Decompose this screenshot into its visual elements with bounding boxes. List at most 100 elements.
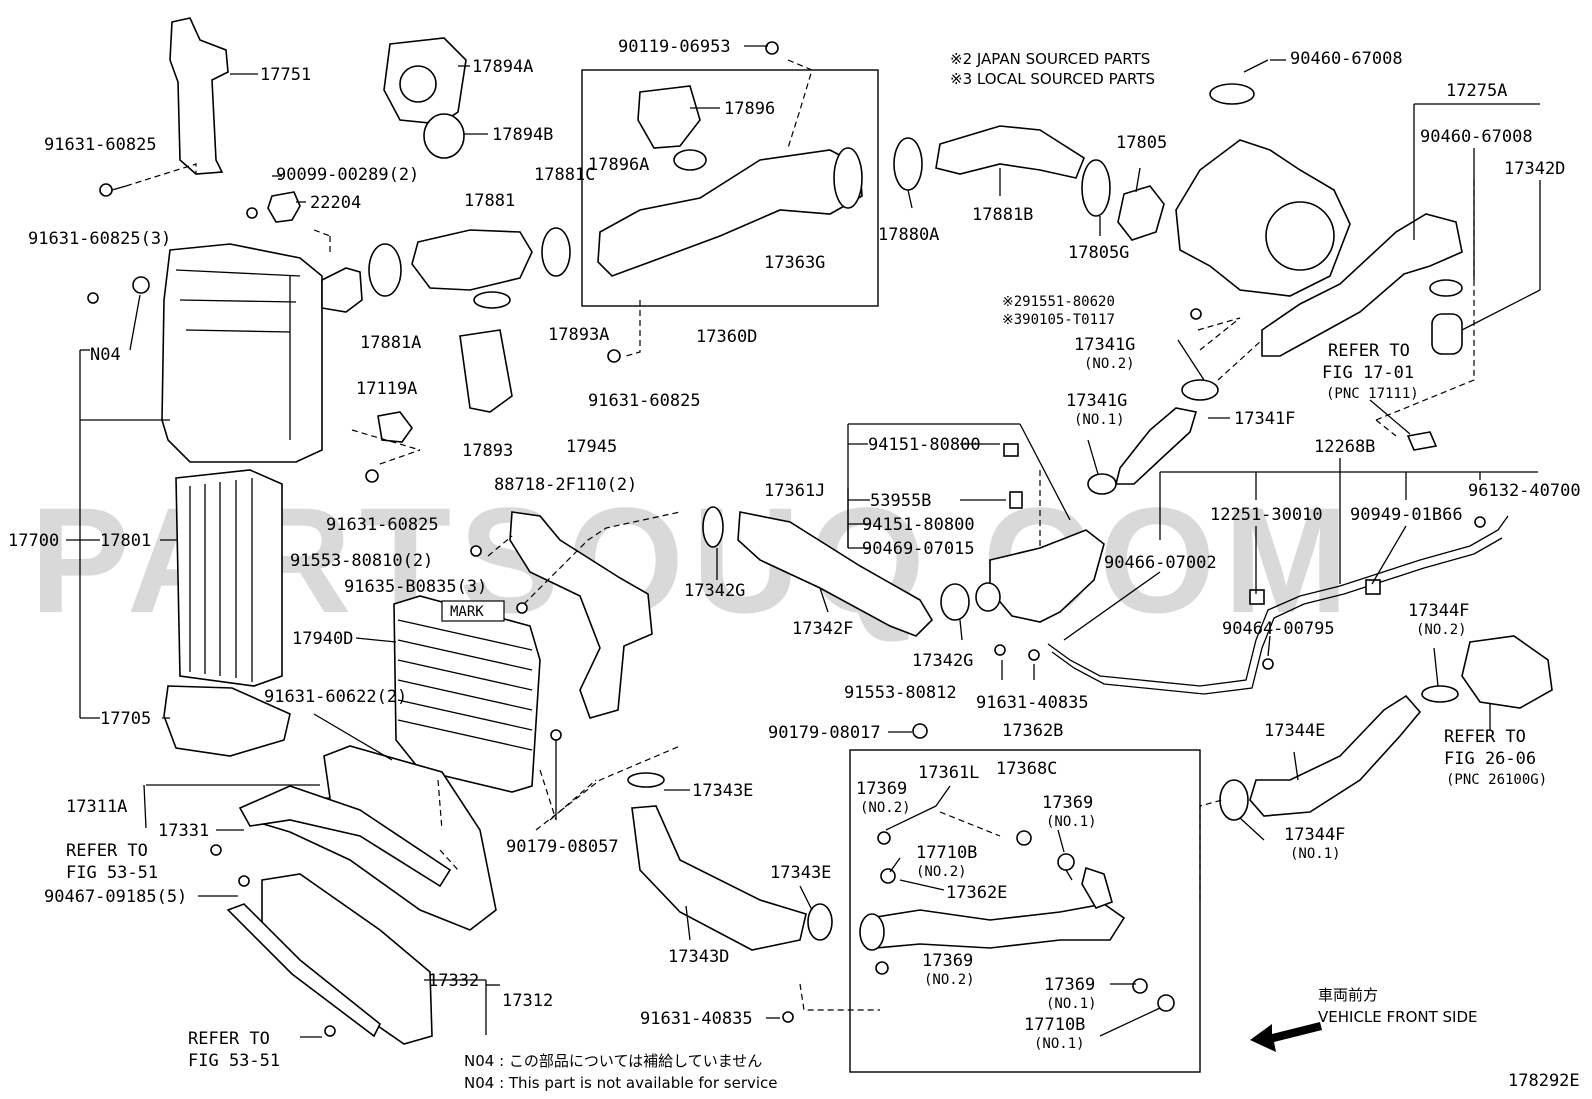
part-90464-clip — [1262, 658, 1274, 670]
part-90179-nut — [912, 723, 928, 739]
label-17894a: 17894A — [472, 57, 533, 77]
label-no2-d: (NO.2) — [1084, 356, 1135, 372]
label-no2-a: (NO.2) — [860, 800, 911, 816]
bolt-icon — [238, 875, 250, 887]
part-17342f-hose — [737, 511, 934, 637]
part-90460-clamp — [1209, 83, 1255, 105]
vehicle-front-arrow-icon — [1250, 1022, 1322, 1052]
part-clamp-17275a — [1429, 279, 1463, 297]
label-91631-40835-a: 91631-40835 — [640, 1009, 753, 1029]
label-17369-d: 17369 — [1044, 975, 1095, 995]
bolt-icon — [550, 729, 562, 741]
label-91553-80812: 91553-80812 — [844, 683, 957, 703]
part-17342g-clamp-2 — [940, 583, 970, 621]
part-17344e-hose — [1249, 694, 1422, 817]
label-17311a: 17311A — [66, 797, 127, 817]
note-vehicle-front-en: VEHICLE FRONT SIDE — [1318, 1008, 1478, 1026]
part-17801-filter-element — [175, 469, 283, 687]
part-17880a-clamp — [893, 137, 923, 191]
part-17894a-opening — [399, 65, 437, 103]
label-17805: 17805 — [1116, 133, 1167, 153]
part-17362e-pipe — [869, 903, 1126, 949]
label-refer-to-2: REFER TO — [188, 1029, 270, 1049]
note-n04-japanese: N04 : この部品については補給していません — [464, 1052, 762, 1070]
label-17342d: 17342D — [1504, 159, 1565, 179]
bolt-icon — [87, 292, 99, 304]
label-17705: 17705 — [100, 709, 151, 729]
bolt-icon — [470, 545, 482, 557]
label-90469-07015: 90469-07015 — [862, 539, 975, 559]
bolt-icon — [324, 1025, 336, 1037]
part-17881-hose — [411, 229, 533, 291]
part-17119a-bracket — [377, 411, 413, 443]
label-17894b: 17894B — [492, 125, 553, 145]
label-17343e-1: 17343E — [692, 781, 753, 801]
part-17896a-clamp — [673, 149, 707, 171]
label-17805g: 17805G — [1068, 243, 1129, 263]
part-n04-grommet — [132, 276, 150, 294]
label-17893a: 17893A — [548, 325, 609, 345]
label-17700: 17700 — [8, 531, 59, 551]
label-90464-00795: 90464-00795 — [1222, 619, 1335, 639]
assembly-box-17362b — [849, 749, 1201, 1073]
label-96132-40700: 96132-40700 — [1468, 481, 1581, 501]
label-17344e: 17344E — [1264, 721, 1325, 741]
label-17881a: 17881A — [360, 333, 421, 353]
part-17710b-cap — [880, 868, 896, 884]
label-17896a: 17896A — [588, 155, 649, 175]
mark-label: MARK — [450, 604, 484, 620]
label-17940d: 17940D — [292, 629, 353, 649]
label-90119-06953: 90119-06953 — [618, 37, 731, 57]
label-90460-67008-b: 90460-67008 — [1420, 127, 1533, 147]
bolt-icon — [516, 602, 528, 614]
label-17893: 17893 — [462, 441, 513, 461]
part-17805-joint — [1117, 185, 1165, 241]
label-91631-60825-3: 91631-60825(3) — [28, 229, 171, 249]
part-o-ring — [975, 582, 1001, 612]
label-fig-17-01: FIG 17-01 — [1322, 363, 1414, 383]
label-17368c: 17368C — [996, 759, 1057, 779]
part-refer-hose-17111 — [1406, 431, 1438, 451]
bolt-icon — [210, 844, 222, 856]
label-17344f-a: 17344F — [1408, 601, 1469, 621]
label-53955b: 53955B — [870, 491, 931, 511]
label-fig-53-51-1: FIG 53-51 — [66, 863, 158, 883]
label-pnc-26100g: (PNC 26100G) — [1446, 772, 1547, 788]
label-90099-00289: 90099-00289(2) — [276, 165, 419, 185]
label-91635-b0835: 91635-B0835(3) — [344, 577, 487, 597]
mark-box — [441, 600, 505, 622]
label-no2-c: (NO.2) — [924, 972, 975, 988]
part-17893a-clamp — [473, 291, 511, 309]
filter-pleats — [189, 478, 253, 682]
label-fig-53-51-2: FIG 53-51 — [188, 1051, 280, 1071]
label-17751: 17751 — [260, 65, 311, 85]
label-17362e: 17362E — [946, 883, 1007, 903]
part-17363g-end — [833, 147, 863, 209]
label-90179-08057: 90179-08057 — [506, 837, 619, 857]
label-17363g: 17363G — [764, 253, 825, 273]
label-17342f: 17342F — [792, 619, 853, 639]
label-no1-d: (NO.1) — [1074, 412, 1125, 428]
bolt-icon — [1190, 308, 1202, 320]
part-17881a-clamp — [368, 243, 402, 297]
label-17361j: 17361J — [764, 481, 825, 501]
part-17341g-clamp-2 — [1181, 379, 1219, 401]
label-291551-80620: ※291551-80620 — [1002, 294, 1115, 310]
bolt-icon — [607, 349, 621, 363]
note-vehicle-front-jp: 車両前方 — [1318, 986, 1378, 1004]
part-17705-bracket — [163, 685, 291, 757]
part-17342d-pipe — [1261, 213, 1463, 357]
label-17896: 17896 — [724, 99, 775, 119]
label-91631-60825-c: 91631-60825 — [326, 515, 439, 535]
label-no1-a: (NO.1) — [1046, 814, 1097, 830]
label-91631-60825-b: 91631-60825 — [588, 391, 701, 411]
label-88718-2f110: 88718-2F110(2) — [494, 475, 637, 495]
assembly-box-17360d — [581, 69, 879, 307]
part-egr-valve-26100g — [1461, 635, 1553, 709]
part-90466-pipe — [1047, 515, 1509, 687]
label-17880a: 17880A — [878, 225, 939, 245]
label-17945: 17945 — [566, 437, 617, 457]
part-90949-clip — [1365, 579, 1381, 595]
part-17361j-pipe — [989, 529, 1105, 623]
label-90466-07002: 90466-07002 — [1104, 553, 1217, 573]
